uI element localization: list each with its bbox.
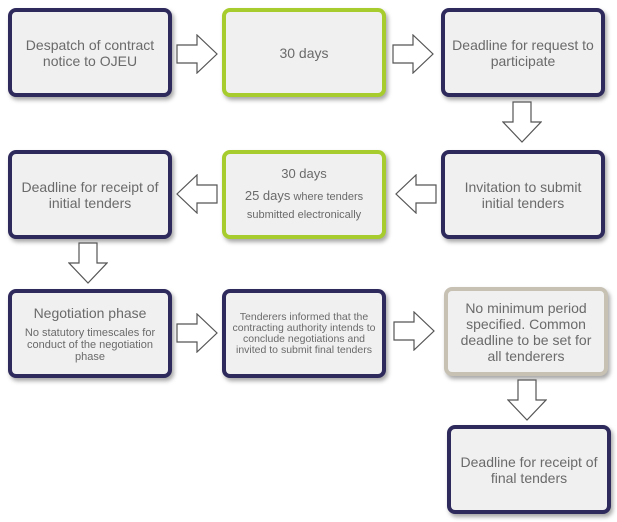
invitation-label: Invitation to submit initial tenders bbox=[464, 178, 582, 211]
arrow-right-2 bbox=[392, 34, 434, 74]
electronic-note: where tenders submitted electronically bbox=[246, 191, 364, 221]
thirty-days-label-1: 30 days bbox=[279, 44, 329, 61]
arrow-down-1 bbox=[502, 101, 542, 143]
tenderers-informed-label: Tenderers informed that the contracting … bbox=[232, 310, 376, 356]
deadline-request-node: Deadline for request to participate bbox=[441, 8, 605, 97]
despatch-node: Despatch of contract notice to OJEU bbox=[8, 8, 172, 97]
arrow-right-3 bbox=[176, 313, 218, 353]
negotiation-note: No statutory timescales for conduct of t… bbox=[24, 326, 156, 363]
thirty-days-label-2: 30 days bbox=[281, 166, 327, 181]
deadline-initial-label: Deadline for receipt of initial tenders bbox=[21, 178, 159, 211]
no-minimum-label: No minimum period specified. Common dead… bbox=[460, 299, 592, 364]
no-minimum-node: No minimum period specified. Common dead… bbox=[444, 287, 608, 376]
arrow-down-2 bbox=[68, 242, 108, 284]
despatch-label: Despatch of contract notice to OJEU bbox=[25, 36, 155, 69]
tenderers-informed-node: Tenderers informed that the contracting … bbox=[222, 289, 386, 378]
twentyfive-days-line: 25 days where tenders submitted electron… bbox=[232, 187, 376, 223]
arrow-right-1 bbox=[176, 34, 218, 74]
negotiation-node: Negotiation phase No statutory timescale… bbox=[8, 289, 172, 378]
arrow-down-3 bbox=[507, 379, 547, 421]
arrow-right-4 bbox=[393, 311, 435, 351]
arrow-left-1 bbox=[395, 174, 437, 214]
invitation-node: Invitation to submit initial tenders bbox=[441, 150, 605, 239]
twentyfive-days-label: 25 days bbox=[244, 188, 291, 203]
negotiation-title: Negotiation phase bbox=[33, 304, 147, 321]
deadline-initial-node: Deadline for receipt of initial tenders bbox=[8, 150, 172, 239]
thirty-days-node-2: 30 days 25 days where tenders submitted … bbox=[222, 150, 386, 239]
arrow-left-2 bbox=[176, 174, 218, 214]
deadline-final-label: Deadline for receipt of final tenders bbox=[460, 453, 598, 486]
thirty-days-node-1: 30 days bbox=[222, 8, 386, 97]
deadline-request-label: Deadline for request to participate bbox=[452, 36, 594, 69]
deadline-final-node: Deadline for receipt of final tenders bbox=[447, 425, 611, 514]
